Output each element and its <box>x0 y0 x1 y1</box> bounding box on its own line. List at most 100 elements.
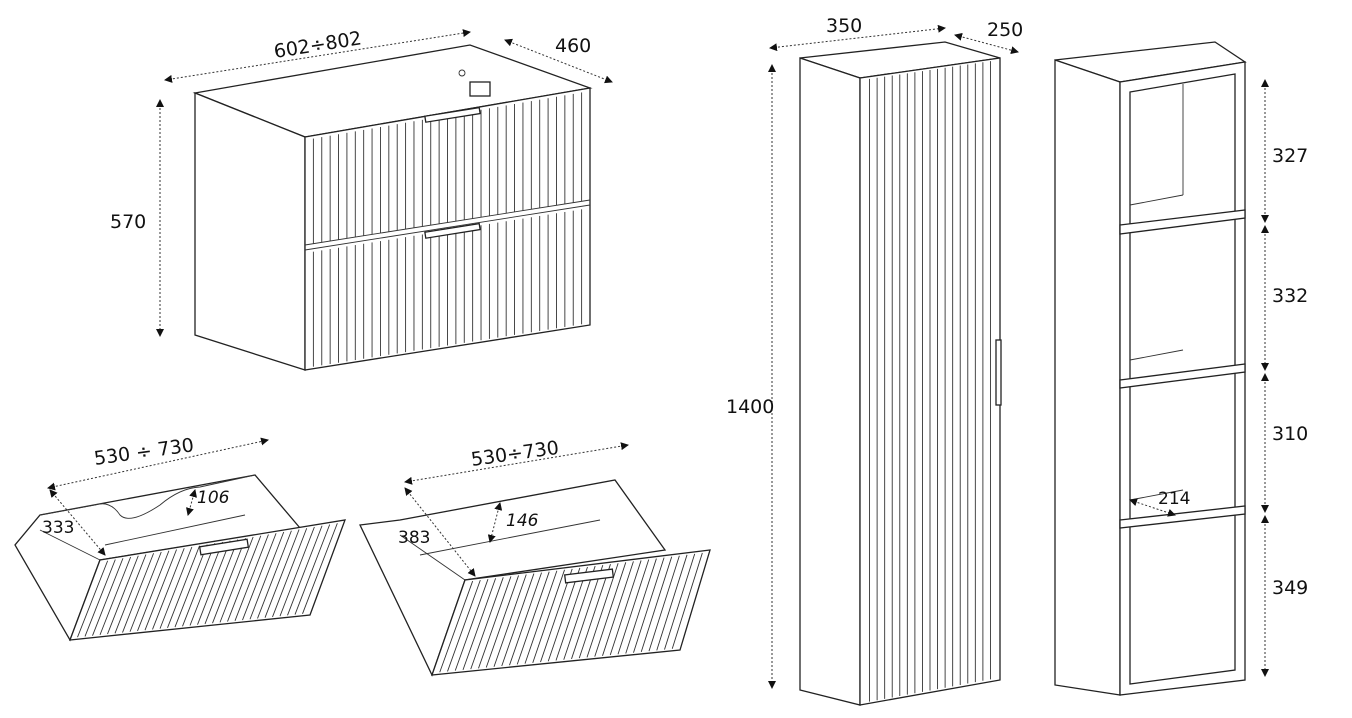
dim-line-depth <box>504 38 613 84</box>
drawer-split <box>304 204 591 251</box>
dim-line-height <box>186 489 197 516</box>
shelf <box>1119 209 1246 235</box>
flute-line <box>197 540 231 625</box>
flute-line <box>633 557 665 653</box>
flute-line <box>152 548 185 630</box>
dim-line-width <box>164 29 471 83</box>
flute-line <box>272 528 308 618</box>
shelf <box>1119 363 1246 389</box>
flute-line <box>493 574 527 667</box>
flute-line <box>547 567 581 662</box>
flute-line <box>182 543 216 627</box>
compartment-4-label: 349 <box>1272 577 1308 599</box>
flute-line <box>137 550 170 632</box>
flute-line <box>92 558 124 636</box>
flute-line <box>516 571 550 665</box>
flute-line <box>107 555 139 635</box>
flute-line <box>242 533 277 621</box>
flute-line <box>287 525 323 616</box>
drawer-handle <box>424 106 481 123</box>
flute-line <box>532 569 565 663</box>
flute-line <box>189 541 223 626</box>
flute-line <box>447 579 481 672</box>
flute-line <box>84 559 116 637</box>
drawer-handle <box>198 538 250 556</box>
shelf-back <box>1129 194 1184 206</box>
tall-cabinet: 350 250 1400 <box>726 15 1023 706</box>
flute-line <box>257 530 292 619</box>
flute-line <box>664 553 696 650</box>
flute-line <box>617 559 650 655</box>
flute-line <box>439 580 474 673</box>
dim-line-width <box>404 442 629 485</box>
shelf-depth-label: 214 <box>1158 489 1190 509</box>
drawer-flutes <box>77 523 338 638</box>
flute-line <box>509 572 542 666</box>
vanity-width-label: 602÷802 <box>272 27 363 63</box>
flute-line <box>302 523 338 614</box>
flute-line <box>454 579 489 671</box>
dim-line-height <box>487 502 503 543</box>
dim-line-width <box>47 437 269 491</box>
flute-line <box>540 568 573 663</box>
flute-line <box>524 570 558 664</box>
drawer-flutes <box>439 552 703 673</box>
flute-line <box>586 563 619 658</box>
compartment-3-label: 310 <box>1272 423 1308 445</box>
flute-line <box>122 553 155 633</box>
flute-line <box>609 560 642 656</box>
drawer-lower: 530÷730 383 146 <box>359 437 711 677</box>
dim-line-depth <box>404 487 476 577</box>
drawer-inner-edge <box>104 514 246 546</box>
tall-depth-label: 250 <box>987 19 1023 41</box>
flute-line <box>167 545 200 629</box>
flute-line <box>485 575 520 668</box>
flute-line <box>159 546 193 629</box>
flute-line <box>264 529 300 618</box>
flute-line <box>594 562 627 657</box>
drawer-lower-width-label: 530÷730 <box>470 437 561 471</box>
dim-line-depth <box>954 32 1019 55</box>
flute-line <box>294 524 331 615</box>
drawer-upper-width-label: 530 ÷ 730 <box>93 434 196 470</box>
tall-side <box>799 57 861 706</box>
flute-line <box>212 538 246 624</box>
vanity-flutes <box>312 92 583 367</box>
flute-line <box>640 556 673 653</box>
open-side <box>1054 59 1121 696</box>
dim-line-width <box>769 24 946 52</box>
vanity-cabinet: 602÷802 460 570 <box>110 27 613 371</box>
flute-line <box>625 558 657 654</box>
flute-line <box>129 551 162 632</box>
flute-line <box>470 577 504 670</box>
drawer-upper-depth-label: 333 <box>42 518 74 538</box>
tall-width-label: 350 <box>826 15 862 37</box>
flute-line <box>227 535 262 622</box>
flute-line <box>602 561 634 656</box>
shelf-back <box>1129 489 1184 501</box>
flute-line <box>555 566 588 661</box>
flute-line <box>249 531 285 620</box>
flute-line <box>671 552 703 649</box>
flute-line <box>279 526 315 617</box>
bracket <box>469 81 491 97</box>
tall-flutes <box>869 61 991 702</box>
flute-line <box>204 539 239 625</box>
shelf-back <box>1129 349 1184 361</box>
compartment-1-label: 327 <box>1272 145 1308 167</box>
flute-line <box>478 576 512 669</box>
drawer-handle <box>563 568 615 584</box>
door-handle <box>995 339 1002 406</box>
drawer-upper: 530 ÷ 730 333 106 <box>14 434 346 642</box>
flute-line <box>648 555 680 652</box>
compartment-2-label: 332 <box>1272 285 1308 307</box>
flute-line <box>174 544 208 628</box>
flute-line <box>234 534 269 621</box>
drawer-upper-height-label: 106 <box>197 488 230 508</box>
drawer-handle <box>424 222 481 239</box>
vanity-depth-label: 460 <box>555 35 591 57</box>
flute-line <box>219 536 254 623</box>
flute-line <box>571 564 604 660</box>
